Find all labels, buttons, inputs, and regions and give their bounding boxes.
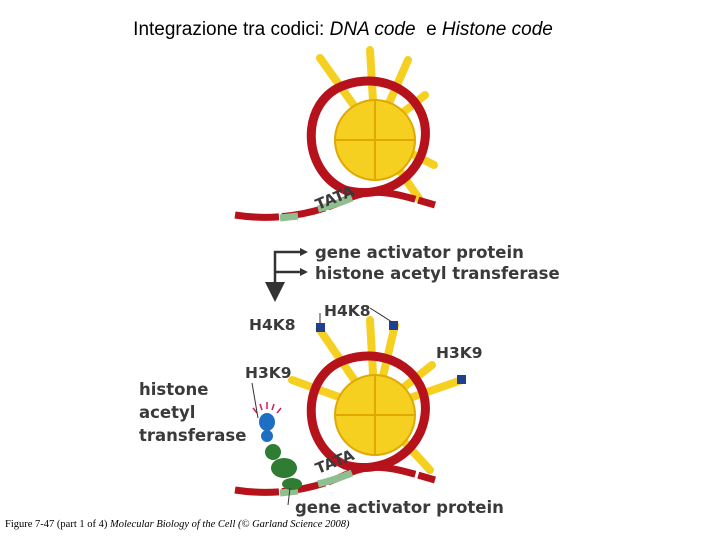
h3k9-left-label: H3K9 [245, 364, 292, 382]
title-prefix: Integrazione tra codici: [133, 19, 330, 40]
slide-title: Integrazione tra codici: DNA code e Hist… [0, 19, 686, 41]
acetyl-mark-h3k9-right [457, 375, 466, 384]
bottom-dna-wrap [306, 351, 430, 473]
bottom-tata-box [317, 469, 354, 488]
hat-label-line3: transferase [139, 426, 246, 445]
recruitment-arrow [265, 248, 308, 302]
top-nucleosome: TATA [234, 46, 438, 222]
figure-caption: Figure 7-47 (part 1 of 4) Molecular Biol… [5, 519, 350, 530]
title-connector: e [415, 19, 442, 40]
activator-protein-shape [265, 444, 302, 490]
caption-source: Molecular Biology of the Cell (© Garland… [109, 519, 350, 530]
bottom-nucleosome: TATA [234, 316, 466, 497]
title-histone-code: Histone code [441, 19, 553, 40]
top-dna-wrap [306, 76, 430, 198]
caption-figure: Figure 7-47 (part 1 of 4) [5, 519, 110, 530]
histone-acetyl-transferase-label: histone acetyl transferase [315, 264, 560, 283]
h3k9-right-label: H3K9 [436, 344, 483, 362]
gene-activator-protein-label: gene activator protein [315, 243, 524, 262]
hat-label-line1: histone [139, 380, 208, 399]
hat-enzyme [252, 402, 282, 442]
acetyl-mark-h4k8-left [316, 323, 325, 332]
top-tata-box [317, 194, 354, 213]
acetyl-mark-h4k8-top [389, 321, 398, 330]
title-dna-code: DNA code [329, 19, 416, 40]
h4k8-top-label: H4K8 [324, 302, 371, 320]
h4k8-left-label: H4K8 [249, 316, 296, 334]
hat-label-line2: acetyl [139, 403, 195, 422]
gene-activator-protein-bottom-label: gene activator protein [295, 498, 504, 517]
